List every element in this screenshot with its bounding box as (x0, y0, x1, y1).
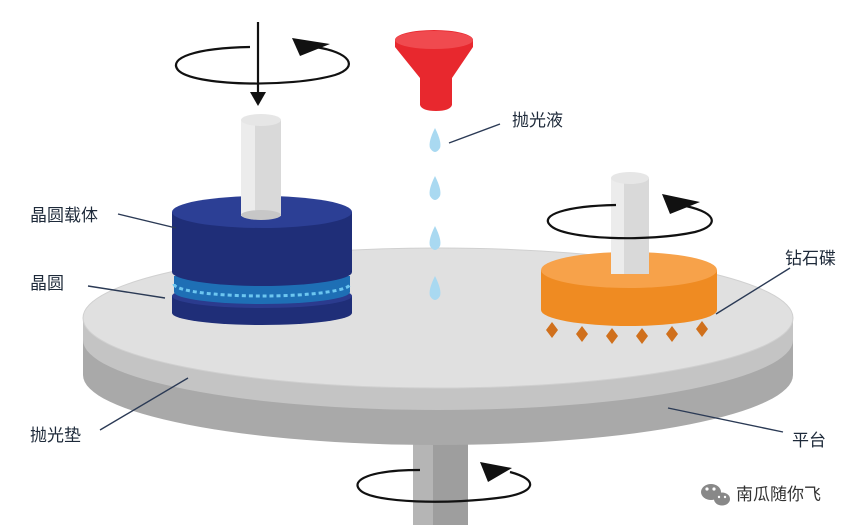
wafer-carrier (172, 114, 352, 325)
slurry-drop (429, 226, 441, 250)
leader-platen (667, 407, 784, 433)
diamond-teeth (546, 321, 708, 344)
watermark: 南瓜随你飞 (701, 484, 821, 506)
slurry-drop (429, 176, 441, 200)
label-wafer: 晶圆 (30, 274, 64, 294)
disc-rotation-arrow-icon (546, 194, 713, 240)
label-polishing-pad: 抛光垫 (30, 426, 81, 446)
slurry-drop (429, 276, 441, 300)
label-slurry: 抛光液 (512, 111, 563, 131)
watermark-text: 南瓜随你飞 (736, 485, 821, 505)
platen-rotation-arrow-icon (356, 462, 532, 503)
leader-polishing-pad (99, 377, 189, 431)
wechat-icon (701, 484, 730, 506)
slurry-droplets (429, 128, 441, 300)
leader-wafer-carrier (117, 213, 177, 229)
down-force-arrow-icon (250, 22, 266, 106)
carrier-rotation-arrow-icon (175, 38, 350, 85)
slurry-drop (429, 128, 441, 152)
diamond-disc (541, 172, 717, 344)
slurry-nozzle (395, 30, 473, 111)
leader-slurry (448, 123, 501, 144)
label-platen: 平台 (792, 431, 826, 451)
leader-wafer (87, 285, 166, 299)
label-diamond-disc: 钻石碟 (785, 249, 836, 269)
leader-diamond-disc (715, 267, 791, 315)
label-wafer-carrier: 晶圆载体 (30, 206, 98, 226)
